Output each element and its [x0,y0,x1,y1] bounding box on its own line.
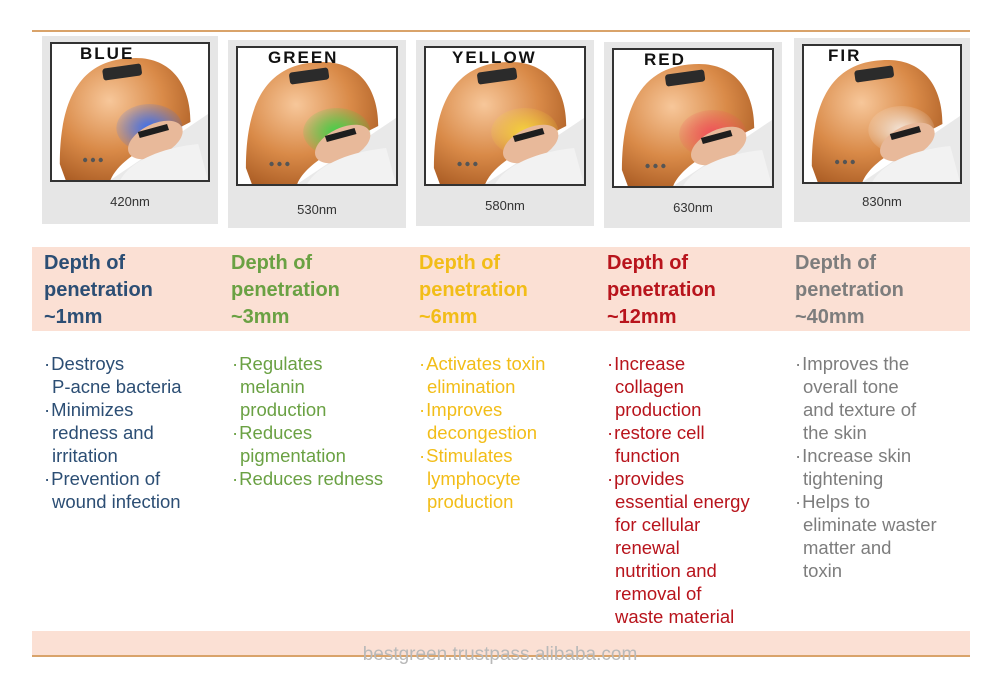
depth-label: penetration [795,279,904,301]
card-blue: BLUE 420nm [42,36,218,224]
card-fir: FIR 830nm [794,38,970,222]
depth-value: ~40mm [795,306,865,328]
benefit-item: Improves the overall tone and texture of… [793,352,978,444]
benefit-item: Increase collagen production [605,352,790,421]
benefit-item: Activates toxin elimination [417,352,602,398]
depth-label: Depth of [607,252,689,274]
benefit-item: Minimizes redness and irritation [42,398,227,467]
benefit-item: Reduces redness [230,467,415,490]
watermark: bestgreen.trustpass.alibaba.com [362,644,638,665]
top-rule [32,30,970,32]
depth-value: ~1mm [44,306,103,328]
depth-label: penetration [44,279,153,301]
wavelength-yellow: 580nm [485,198,525,213]
benefit-item: Stimulates lymphocyte production [417,444,602,513]
card-green: GREEN 530nm [228,40,406,228]
device-image-green [236,46,398,186]
depth-label: penetration [607,279,716,301]
color-name-green: GREEN [268,48,339,67]
device-image-red [612,48,774,188]
device-image-yellow [424,46,586,186]
bottom-rule [32,655,970,657]
depth-value: ~12mm [607,306,677,328]
benefit-item: Improves decongestion [417,398,602,444]
depth-label: Depth of [44,252,126,274]
benefits-green: Regulates melanin production Reduces pig… [230,352,415,490]
depth-green: Depth of penetration ~3mm [231,250,340,331]
depth-yellow: Depth of penetration ~6mm [419,250,528,331]
depth-red: Depth of penetration ~12mm [607,250,716,331]
depth-band [32,247,970,331]
wavelength-blue: 420nm [110,194,150,209]
device-image-blue [50,42,210,182]
benefit-item: Prevention of wound infection [42,467,227,513]
wavelength-green: 530nm [297,202,337,217]
benefit-item: restore cell function [605,421,790,467]
depth-fir: Depth of penetration ~40mm [795,250,904,331]
benefit-item: Reduces pigmentation [230,421,415,467]
depth-label: Depth of [231,252,313,274]
benefit-item: provides essential energy for cellular r… [605,467,790,628]
benefits-fir: Improves the overall tone and texture of… [793,352,978,582]
color-name-blue: BLUE [80,44,135,63]
card-yellow: YELLOW 580nm [416,40,594,226]
color-name-yellow: YELLOW [452,48,537,67]
wavelength-fir: 830nm [862,194,902,209]
benefit-item: Regulates melanin production [230,352,415,421]
depth-label: penetration [419,279,528,301]
color-name-red: RED [644,50,686,69]
depth-label: Depth of [419,252,501,274]
depth-label: Depth of [795,252,877,274]
device-image-fir [802,44,962,184]
benefits-yellow: Activates toxin elimination Improves dec… [417,352,602,513]
wavelength-red: 630nm [673,200,713,215]
depth-label: penetration [231,279,340,301]
depth-value: ~3mm [231,306,290,328]
benefits-red: Increase collagen production restore cel… [605,352,790,628]
color-name-fir: FIR [828,46,862,65]
card-red: RED 630nm [604,42,782,228]
benefit-item: Increase skin tightening [793,444,978,490]
benefits-blue: Destroys P-acne bacteria Minimizes redne… [42,352,227,513]
depth-blue: Depth of penetration ~1mm [44,250,153,331]
benefit-item: Destroys P-acne bacteria [42,352,227,398]
footer-band [32,631,970,655]
benefit-item: Helps to eliminate waster matter and tox… [793,490,978,582]
depth-value: ~6mm [419,306,478,328]
